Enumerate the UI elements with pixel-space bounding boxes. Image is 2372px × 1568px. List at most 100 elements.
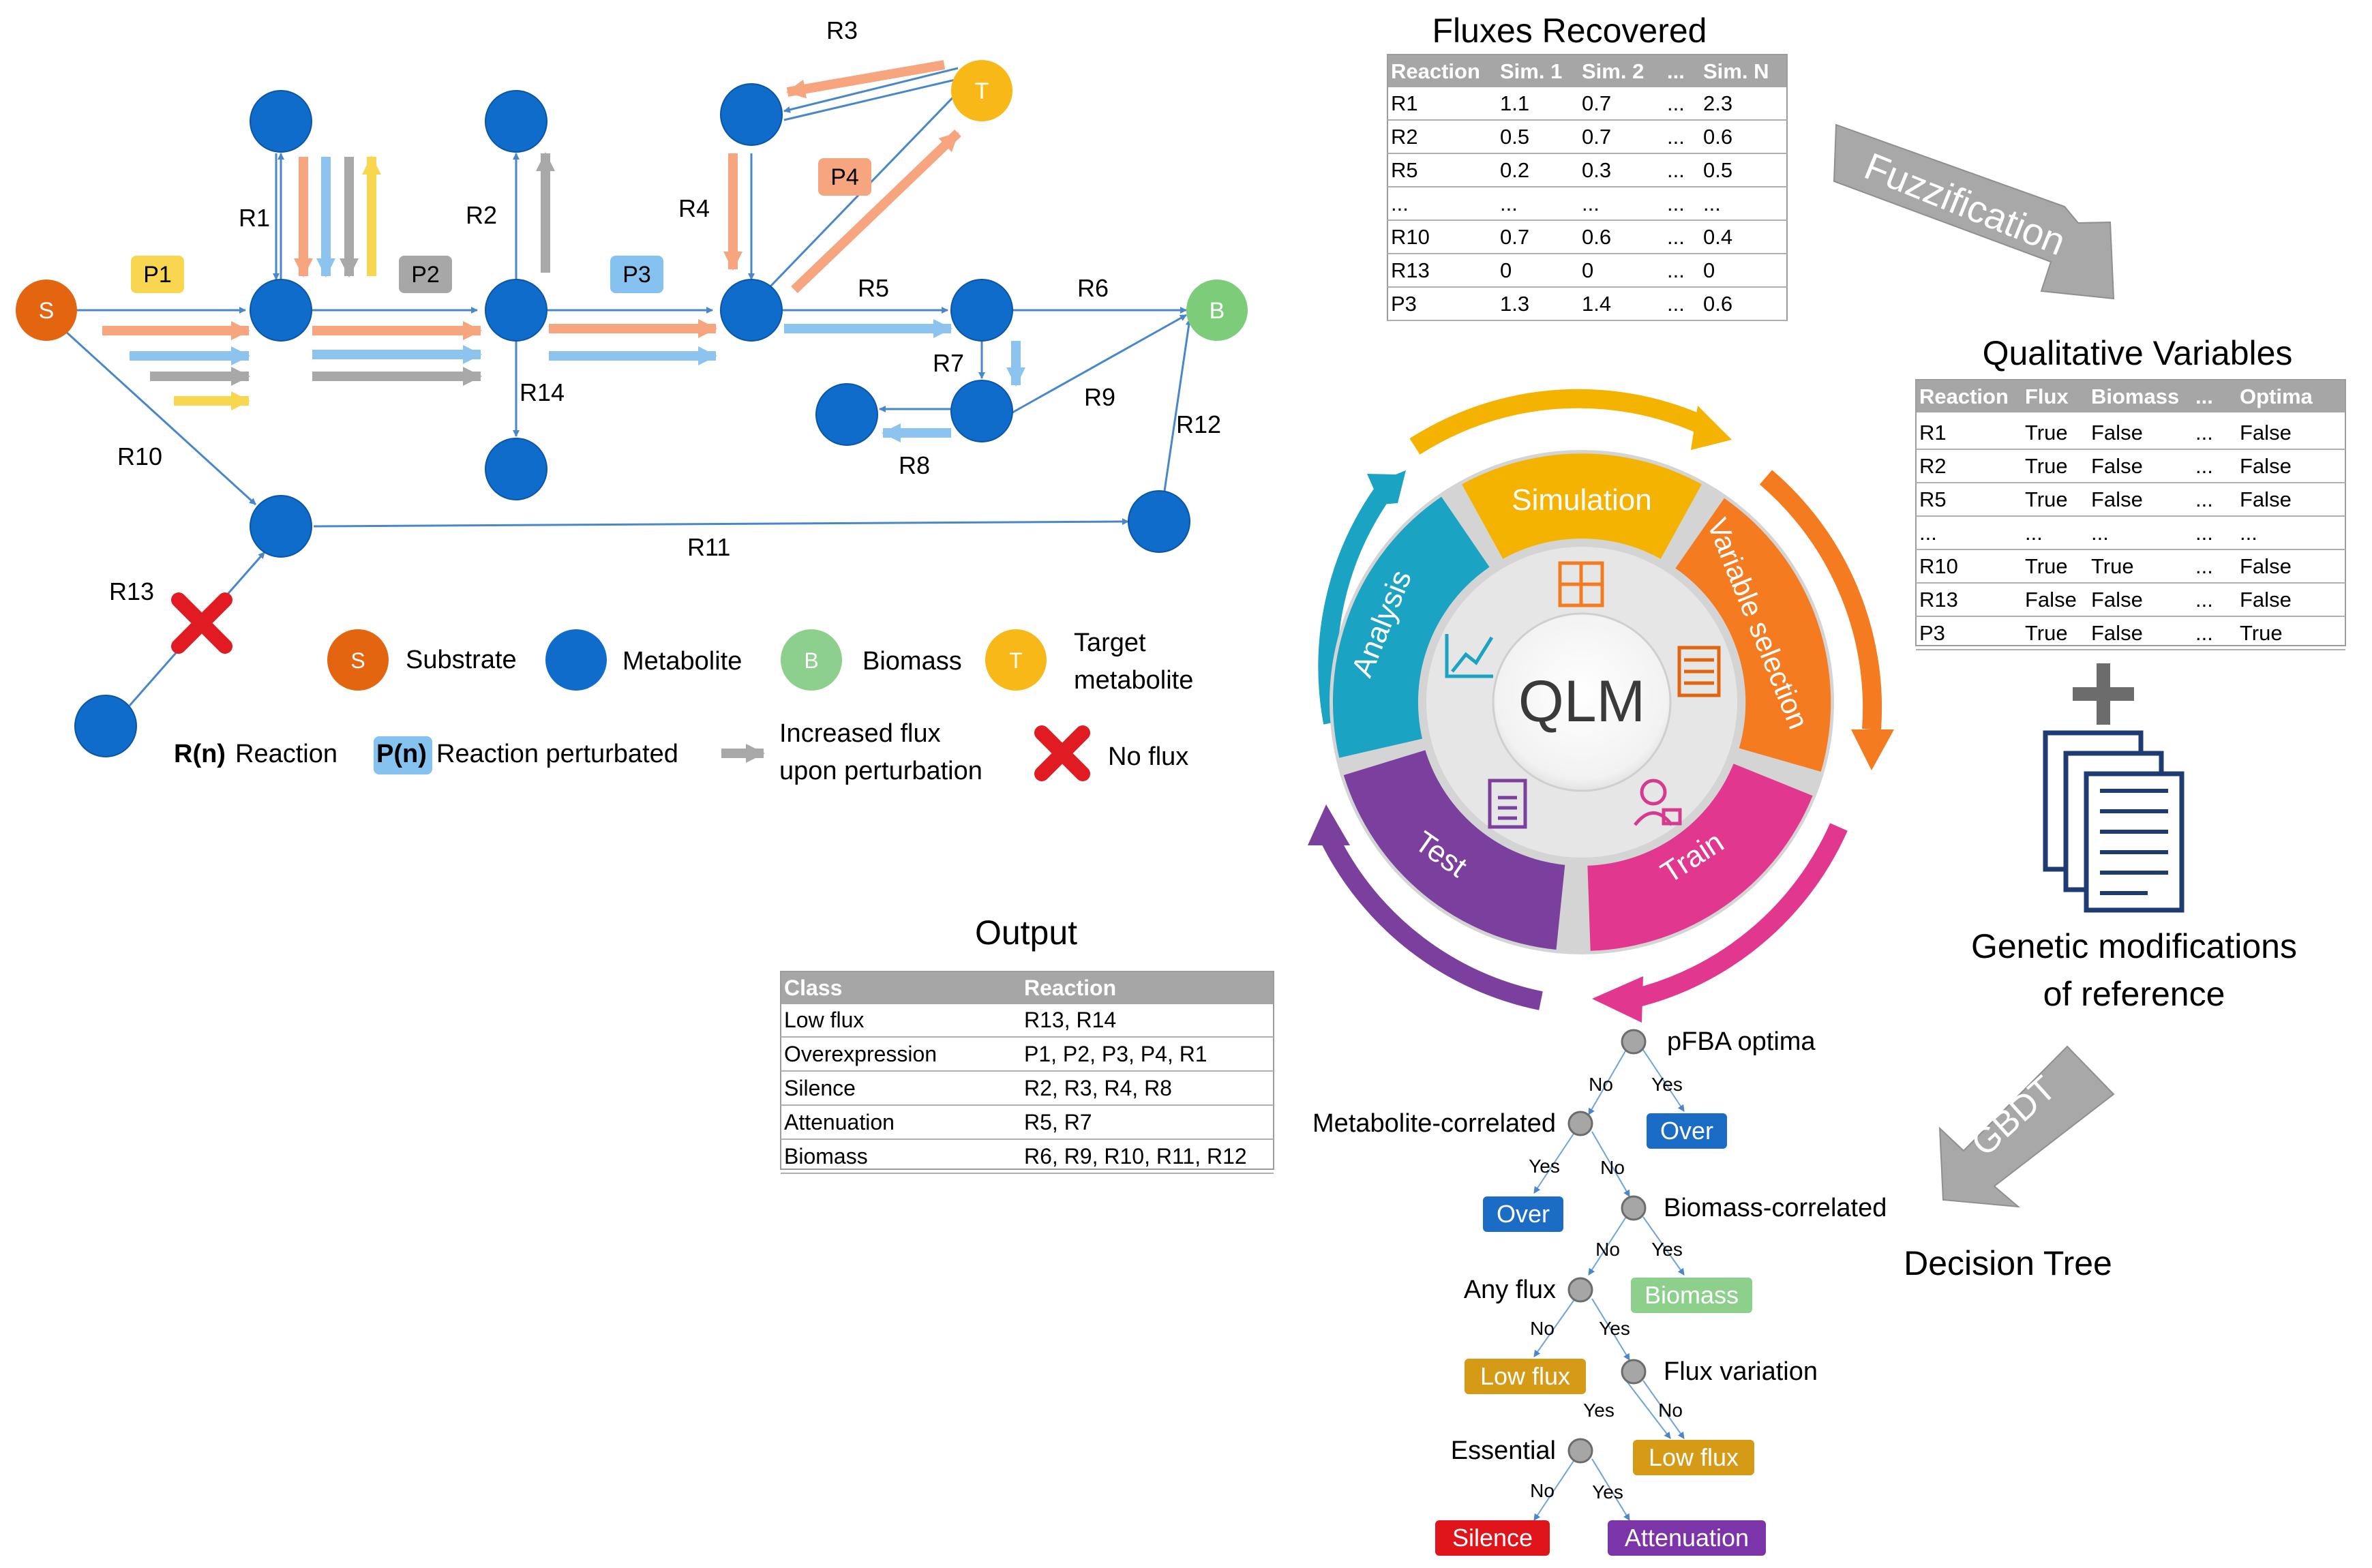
table-cell: Silence (784, 1076, 856, 1100)
table-cell: False (2091, 588, 2143, 612)
legend-noflux-label: No flux (1108, 742, 1188, 771)
variable-arrowhead (1851, 729, 1894, 770)
variable-selection-segment (1675, 498, 1831, 772)
table-cell: ... (1667, 225, 1685, 249)
leaf-lowflux (1465, 1359, 1586, 1394)
edge-r3-a (783, 67, 959, 113)
table-cell: R13, R14 (1024, 1008, 1116, 1032)
leaf-silence-label: Silence (1452, 1524, 1533, 1552)
legend-substrate-letter: S (350, 648, 365, 673)
leaf-lowflux-label: Low flux (1480, 1362, 1570, 1390)
qlm-cycle: QLM Simulation Variable selection Train … (1308, 389, 1894, 1023)
table-cell: 0.7 (1582, 91, 1611, 115)
simulation-segment (1462, 453, 1702, 559)
edge-r3-b (783, 78, 959, 121)
legend-target-line1: Target (1074, 629, 1146, 657)
metabolite-node (250, 279, 312, 342)
biomass-node-letter: B (1210, 298, 1225, 324)
table-header-cell: Reaction (1919, 385, 2009, 408)
simulation-arrowhead (1691, 406, 1732, 450)
table-cell: P1, P2, P3, P4, R1 (1024, 1042, 1207, 1066)
table-cell: 0.2 (1500, 158, 1529, 182)
table-header-cell: ... (2195, 385, 2213, 408)
legend-increased-line2: upon perturbation (779, 757, 982, 785)
gbdt-arrow: GBDT (1938, 1045, 2115, 1208)
table-cell: ... (1500, 192, 1518, 215)
table-cell: 0.6 (1582, 225, 1611, 249)
tree-node-circle (1621, 1359, 1647, 1385)
legend-reaction-key: R(n) (174, 740, 226, 768)
p3-badge (610, 256, 663, 293)
decision-tree: pFBA optima Metabolite-correlated Biomas… (1312, 1027, 1887, 1556)
table-cell: ... (2195, 588, 2213, 612)
legend-target-line2: metabolite (1074, 666, 1193, 695)
documents-icon (2043, 730, 2185, 913)
r9-label: R9 (1084, 383, 1115, 411)
plus-icon (2073, 663, 2134, 725)
table-cell: R5 (1919, 487, 1947, 511)
r14-label: R14 (520, 378, 565, 406)
tree-node-circle (1621, 1029, 1647, 1055)
table-cell: R6, R9, R10, R11, R12 (1024, 1144, 1247, 1169)
r4-label: R4 (678, 194, 710, 222)
flux-arrow (791, 129, 961, 294)
table-header-cell: Flux (2025, 385, 2069, 408)
table-header-cell: Reaction (1391, 59, 1480, 83)
special-nodes: S B T (16, 60, 1248, 341)
metabolite-node (250, 90, 312, 153)
table-cell: False (2240, 554, 2292, 578)
table-cell: R13 (1919, 588, 1958, 612)
edge-r12 (1163, 318, 1192, 492)
table-cell: R10 (1391, 225, 1430, 249)
person-icon (1634, 779, 1682, 826)
table-cell: ... (1667, 91, 1685, 115)
table-cell: R2, R3, R4, R8 (1024, 1076, 1172, 1100)
tree-no-label: No (1589, 1074, 1613, 1095)
tree-node-circle (1567, 1277, 1593, 1303)
fluxes-header-bg (1387, 55, 1787, 87)
table-header-cell: ... (1667, 59, 1685, 83)
table-cell: True (2025, 621, 2068, 645)
table-cell: ... (1391, 192, 1409, 215)
chart-icon (1445, 634, 1494, 678)
table-cell: False (2091, 621, 2143, 645)
table-cell: True (2025, 421, 2068, 444)
table-cell: R5, R7 (1024, 1110, 1092, 1134)
table-cell: 1.1 (1500, 91, 1529, 115)
table-cell: R10 (1919, 554, 1958, 578)
table-header-cell: Sim. 1 (1500, 59, 1562, 83)
analysis-arrowhead (1367, 470, 1406, 504)
tree-yes-label: Yes (1651, 1239, 1683, 1260)
metabolite-node (815, 383, 878, 446)
r2-label: R2 (466, 201, 497, 229)
table-cell: 0.5 (1703, 158, 1732, 182)
perturbation-arrows (102, 60, 1025, 442)
biomass-node (1186, 280, 1248, 341)
p4-badge (818, 158, 871, 196)
network-diagram (63, 67, 1192, 706)
table-cell: R1 (1391, 91, 1418, 115)
test-arrowhead (1308, 804, 1350, 845)
table-header-cell: Sim. 2 (1582, 59, 1644, 83)
table-header-cell: Sim. N (1703, 59, 1769, 83)
tree-node-circle (1621, 1195, 1647, 1221)
test-segment (1343, 750, 1565, 950)
legend-perturbed-label: Reaction perturbated (436, 740, 678, 768)
train-arrowhead (1592, 976, 1643, 1023)
p2-label: P2 (411, 262, 440, 288)
train-arrow (1630, 823, 1848, 1008)
table-cell: False (2240, 454, 2292, 478)
qlm-center-label: QLM (1518, 669, 1645, 734)
fuzzification-arrow-shape (1833, 123, 2115, 300)
leaf-lowflux-label: Low flux (1649, 1443, 1739, 1471)
tree-no-label: No (1600, 1157, 1625, 1178)
table-cell: ... (2091, 521, 2109, 545)
table-cell: ... (2195, 521, 2213, 545)
qualitative-title: Qualitative Variables (1983, 334, 2293, 372)
tree-node-label: Flux variation (1664, 1357, 1818, 1386)
qlm-core (1492, 612, 1672, 792)
leaf-silence (1435, 1520, 1550, 1556)
target-node-letter: T (975, 78, 989, 104)
